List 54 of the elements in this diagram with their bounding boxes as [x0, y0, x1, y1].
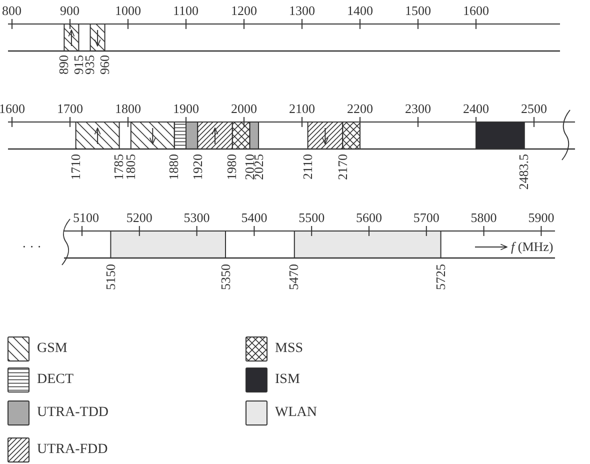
tick-label: 900: [60, 4, 80, 18]
frequency-label: 1710: [68, 154, 83, 180]
frequency-label: 1920: [190, 154, 205, 180]
frequency-label: 935: [83, 55, 98, 74]
tick-label: 2400: [463, 102, 489, 116]
legend-label: ISM: [275, 373, 300, 387]
frequency-label: 5350: [218, 264, 232, 290]
tick-label: 5900: [528, 211, 554, 225]
frequency-label: 1805: [124, 154, 138, 180]
tick-label: 1200: [231, 4, 257, 18]
legend-label: GSM: [37, 342, 68, 356]
frequency-label: 5470: [287, 264, 302, 290]
axis-label: f (MHz): [511, 240, 554, 254]
tick-label: 5600: [356, 211, 382, 225]
tick-label: 1000: [115, 4, 141, 18]
tick-label: 2000: [231, 102, 257, 116]
tick-label: 1500: [405, 4, 431, 18]
tick-label: 1600: [463, 4, 489, 18]
tick-label: 5400: [241, 211, 268, 225]
frequency-label: 890: [57, 55, 72, 74]
tick-label: 5700: [413, 211, 440, 225]
frequency-label: 1785: [112, 154, 126, 180]
frequency-label: 5150: [104, 264, 118, 290]
legend-label: WLAN: [275, 406, 317, 420]
frequency-label: 2170: [336, 154, 350, 180]
frequency-label: 915: [72, 55, 86, 74]
tick-label: 5500: [298, 211, 325, 225]
tick-label: 5800: [470, 211, 497, 225]
legend-label: MSS: [275, 342, 304, 356]
tick-label: 5200: [126, 211, 152, 225]
tick-label: 2300: [405, 102, 431, 116]
legend-label: UTRA-TDD: [37, 406, 109, 420]
tick-label: 1600: [0, 102, 25, 116]
frequency-label: 1880: [167, 154, 182, 180]
frequency-label: 2110: [300, 154, 315, 180]
frequency-label: 5725: [434, 264, 448, 290]
legend-label: UTRA-FDD: [37, 443, 108, 457]
tick-label: 1900: [173, 102, 199, 116]
frequency-label: 1980: [225, 154, 240, 180]
tick-label: 1400: [347, 4, 373, 18]
tick-label: 5100: [73, 211, 99, 225]
tick-label: 1800: [115, 102, 141, 116]
frequency-label: 2483.5: [517, 154, 532, 190]
frequency-label: 960: [98, 55, 112, 74]
tick-label: 800: [2, 4, 22, 18]
tick-label: 1100: [173, 4, 199, 18]
tick-label: 2200: [347, 102, 373, 116]
tick-label: 2500: [521, 102, 547, 116]
tick-label: 5300: [184, 211, 210, 225]
tick-label: 2100: [289, 102, 315, 116]
tick-label: 1300: [289, 4, 315, 18]
legend-label: DECT: [37, 373, 74, 387]
tick-label: 1700: [57, 102, 83, 116]
ellipsis: · · ·: [22, 240, 42, 254]
